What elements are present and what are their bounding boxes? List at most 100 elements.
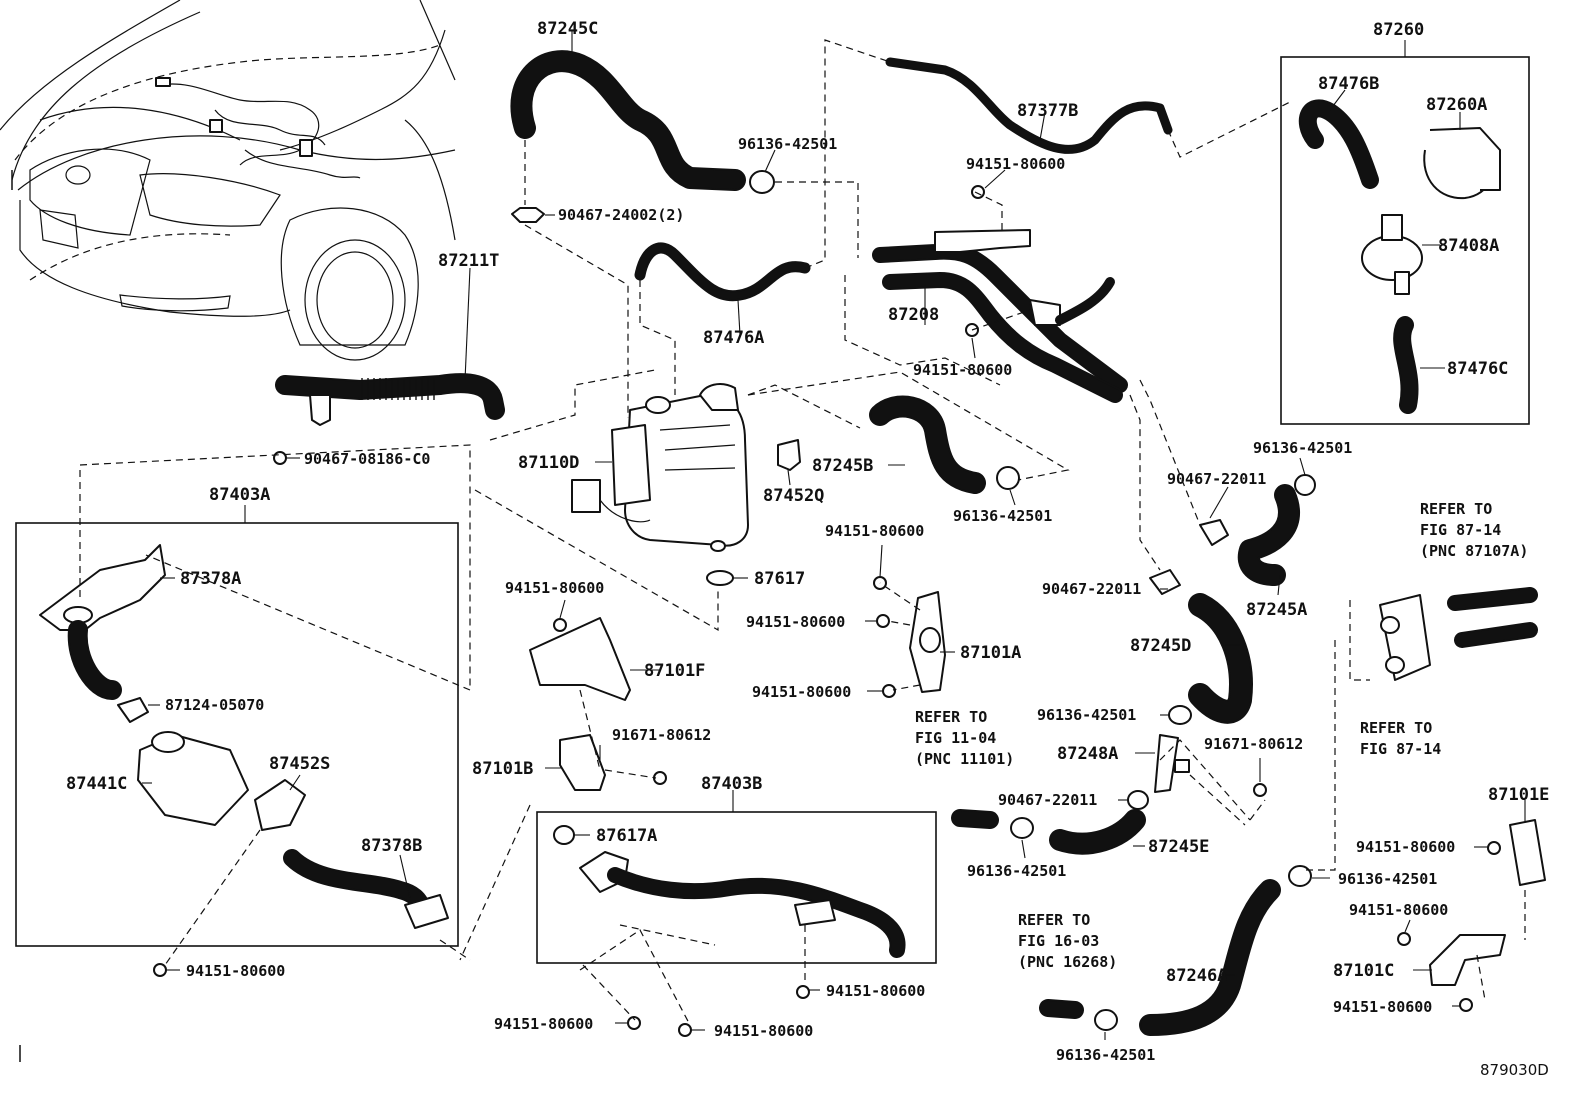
group-box-87403A <box>15 522 459 947</box>
ref-fig-87-14: REFER TO FIG 87-14 <box>1360 719 1441 758</box>
bracket-87101E <box>1509 819 1546 886</box>
ref-line: FIG 87-14 <box>1420 521 1501 539</box>
label-87378B: 87378B <box>361 836 422 856</box>
nut-94151-80600-l <box>1459 998 1473 1012</box>
ref-line: FIG 16-03 <box>1018 932 1099 950</box>
ref-fig-87-14-pnc-87107a: REFER TO FIG 87-14 (PNC 87107A) <box>1420 500 1528 560</box>
group-box-87403B <box>536 811 937 964</box>
label-87101B: 87101B <box>472 759 533 779</box>
hose-87245D <box>1188 593 1253 724</box>
label-87452Q: 87452Q <box>763 486 824 506</box>
nut-94151-80600-p <box>678 1023 692 1037</box>
label-87377B: 87377B <box>1017 101 1078 121</box>
clamp-87124-05070 <box>117 697 149 723</box>
hose-87245E <box>1049 809 1146 855</box>
ref-line: FIG 11-04 <box>915 729 996 747</box>
label-90467-08186-C0: 90467-08186-C0 <box>304 450 430 468</box>
hose-87245A <box>1237 484 1300 586</box>
label-96136-42501-c: 96136-42501 <box>1253 439 1352 457</box>
label-94151-80600-j: 94151-80600 <box>1356 838 1455 856</box>
label-96136-42501-b: 96136-42501 <box>953 507 1052 525</box>
label-87101C: 87101C <box>1333 961 1394 981</box>
clamp-96136-42501-e <box>1010 817 1034 839</box>
label-87378A: 87378A <box>180 569 241 589</box>
label-91671-80612-b: 91671-80612 <box>1204 735 1303 753</box>
label-87260: 87260 <box>1373 20 1424 40</box>
label-87476C: 87476C <box>1447 359 1508 379</box>
label-87245D: 87245D <box>1130 636 1191 656</box>
label-96136-42501-d: 96136-42501 <box>1037 706 1136 724</box>
label-94151-80600-h: 94151-80600 <box>746 613 845 631</box>
joint-87248A <box>1154 734 1190 793</box>
label-87110D: 87110D <box>518 453 579 473</box>
hose-87245C <box>510 50 746 191</box>
hose-87245B <box>869 395 986 494</box>
clamp-96136-42501-d <box>1168 705 1192 725</box>
diagram-code: 879030D <box>1480 1061 1549 1079</box>
ref-line: (PNC 16268) <box>1018 953 1117 971</box>
dashed-connection-lines <box>79 39 1526 1026</box>
label-90467-22011-a: 90467-22011 <box>1167 470 1266 488</box>
part-labels: 87245C 96136-42501 90467-24002(2) 87476A… <box>66 19 1549 1064</box>
nut-94151-80600-f <box>553 618 567 632</box>
label-87403A: 87403A <box>209 485 270 505</box>
heater-87110D <box>571 383 749 552</box>
label-87211T: 87211T <box>438 251 499 271</box>
label-87101A: 87101A <box>960 643 1021 663</box>
oring-87617 <box>706 570 734 586</box>
nut-94151-80600-n <box>796 985 810 999</box>
vehicle-front-illustration <box>0 0 456 361</box>
label-94151-80600-o: 94151-80600 <box>494 1015 593 1033</box>
ref-line: REFER TO <box>1360 719 1432 737</box>
label-87208: 87208 <box>888 305 939 325</box>
label-96136-42501-g: 96136-42501 <box>1056 1046 1155 1064</box>
bolt-91671-80612-b <box>1253 783 1267 797</box>
pipe-87377B <box>885 57 1173 154</box>
ref-line: REFER TO <box>1018 911 1090 929</box>
tank-87441C <box>137 731 249 826</box>
label-87476B: 87476B <box>1318 74 1379 94</box>
bracket-87452Q <box>777 439 801 471</box>
clamp-96136-42501-g <box>1094 1009 1118 1031</box>
label-87248A: 87248A <box>1057 744 1118 764</box>
label-87245E: 87245E <box>1148 837 1209 857</box>
label-87452S: 87452S <box>269 754 330 774</box>
bracket-87378A <box>39 544 166 700</box>
bracket-87452S <box>254 779 306 831</box>
label-87245A: 87245A <box>1246 600 1307 620</box>
label-87245B: 87245B <box>812 456 873 476</box>
label-87441C: 87441C <box>66 774 127 794</box>
label-87101F: 87101F <box>644 661 705 681</box>
hose-87476C <box>1393 316 1419 414</box>
nut-94151-80600-m <box>153 963 167 977</box>
label-94151-80600-k: 94151-80600 <box>1349 901 1448 919</box>
tube-87476A <box>634 242 811 302</box>
clamp-87260A <box>1423 127 1501 200</box>
label-94151-80600-n: 94151-80600 <box>826 982 925 1000</box>
label-94151-80600-g: 94151-80600 <box>825 522 924 540</box>
label-87260A: 87260A <box>1426 95 1487 115</box>
label-94151-80600-l: 94151-80600 <box>1333 998 1432 1016</box>
label-94151-80600-m: 94151-80600 <box>186 962 285 980</box>
ref-line: FIG 87-14 <box>1360 740 1441 758</box>
cooler-ref-87-14 <box>1379 587 1538 681</box>
pipe-ref-11101 <box>951 809 999 829</box>
label-87246A: 87246A <box>1166 966 1227 986</box>
label-87617A: 87617A <box>596 826 657 846</box>
label-87408A: 87408A <box>1438 236 1499 256</box>
label-96136-42501-f: 96136-42501 <box>1338 870 1437 888</box>
hose-87476B <box>1298 99 1379 189</box>
label-87101E: 87101E <box>1488 785 1549 805</box>
pipe-87378B <box>283 849 449 929</box>
nut-94151-80600-top <box>971 185 985 199</box>
ref-line: REFER TO <box>915 708 987 726</box>
label-94151-80600-i: 94151-80600 <box>752 683 851 701</box>
label-94151-80600-f: 94151-80600 <box>505 579 604 597</box>
pipe-ref-16268 <box>1039 999 1084 1019</box>
label-96136-42501-e: 96136-42501 <box>967 862 1066 880</box>
clamp-96136-42501-c <box>1294 474 1316 496</box>
pipe-87403B <box>579 851 906 958</box>
hose-87246A <box>1139 879 1281 1036</box>
